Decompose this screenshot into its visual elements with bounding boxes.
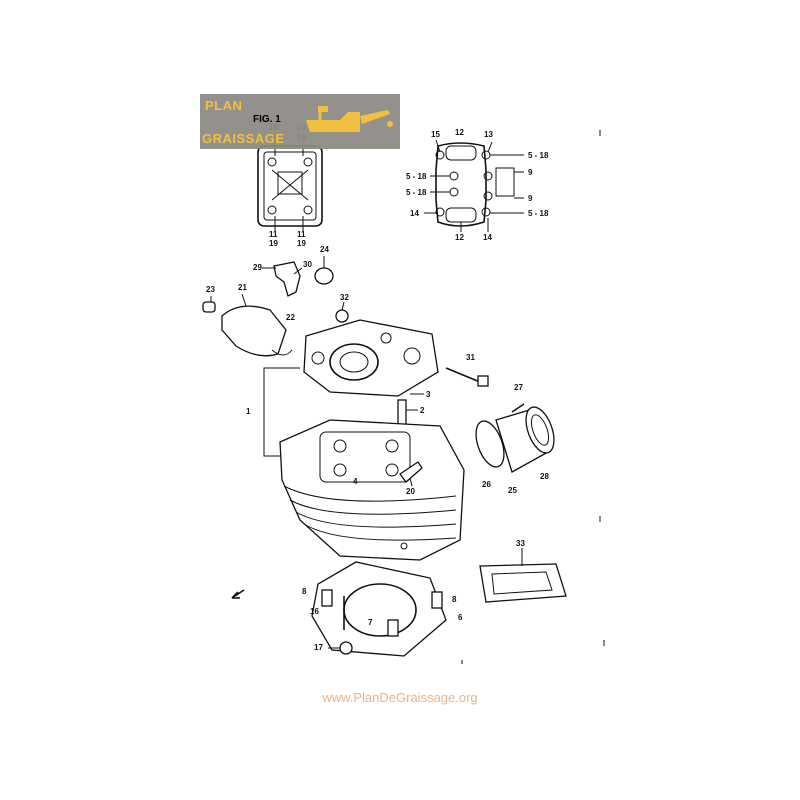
callout-24: 24: [320, 245, 329, 254]
oil-can-icon: [306, 106, 393, 132]
logo-text-plan: PLAN: [205, 98, 243, 113]
callout-19d: 19: [297, 239, 306, 248]
rocker-housing: [303, 319, 439, 397]
callout-21: 21: [238, 283, 247, 292]
callout-23: 23: [206, 285, 215, 294]
inset-valve-covers: [424, 139, 524, 232]
callout-27: 27: [514, 383, 523, 392]
cap-24: [314, 256, 334, 285]
spark-plug-20: [399, 461, 423, 487]
figure-label: FIG. 1: [253, 114, 281, 125]
callout-13: 13: [484, 130, 493, 139]
callout-26: 26: [482, 480, 491, 489]
callout-6: 6: [458, 613, 463, 622]
callout-14b: 14: [483, 233, 492, 242]
callout-33: 33: [516, 539, 525, 548]
head-gasket-6: [311, 561, 447, 657]
callout-11a: 11: [269, 230, 278, 239]
callout-25: 25: [508, 486, 517, 495]
callout-11b: 11: [297, 230, 306, 239]
callout-17: 17: [314, 643, 323, 652]
callout-32: 32: [340, 293, 349, 302]
callout-9a: 9: [528, 168, 533, 177]
front-arrow-icon: [231, 589, 245, 599]
gasket-33: [479, 548, 567, 603]
bracket-29-30: [262, 261, 303, 297]
callout-7: 7: [368, 618, 373, 627]
callout-15: 15: [431, 130, 440, 139]
nut-17: [328, 641, 353, 655]
callout-5-18d: 5 - 18: [528, 209, 549, 218]
callout-5-18a: 5 - 18: [528, 151, 549, 160]
callout-5-18b: 5 - 18: [406, 172, 427, 181]
callout-2: 2: [420, 406, 425, 415]
bolt-31: [445, 367, 489, 387]
callout-20: 20: [406, 487, 415, 496]
callout-29: 29: [253, 263, 262, 272]
bracket-1: [263, 367, 282, 457]
callout-16: 16: [310, 607, 319, 616]
watermark-url: www.PlanDeGraissage.org: [322, 690, 478, 705]
callout-12a: 12: [455, 128, 464, 137]
callout-30: 30: [303, 260, 312, 269]
cover-21: [221, 293, 293, 357]
callout-1: 1: [246, 407, 251, 416]
callout-19c: 19: [269, 239, 278, 248]
intake-pipe: [475, 403, 555, 473]
callout-5-18c: 5 - 18: [406, 188, 427, 197]
callout-9b: 9: [528, 194, 533, 203]
cylinder-head: [279, 419, 465, 561]
callout-31: 31: [466, 353, 475, 362]
nut-32: [335, 301, 349, 323]
callout-3: 3: [426, 390, 431, 399]
callout-8b: 8: [452, 595, 457, 604]
callout-4: 4: [353, 477, 358, 486]
plug-23: [202, 296, 216, 313]
logo-text-graissage: GRAISSAGE: [202, 131, 285, 146]
callout-8a: 8: [302, 587, 307, 596]
callout-14a: 14: [410, 209, 419, 218]
callout-12b: 12: [455, 233, 464, 242]
callout-28: 28: [540, 472, 549, 481]
callout-22: 22: [286, 313, 295, 322]
inset-head-top-view: [257, 136, 323, 232]
